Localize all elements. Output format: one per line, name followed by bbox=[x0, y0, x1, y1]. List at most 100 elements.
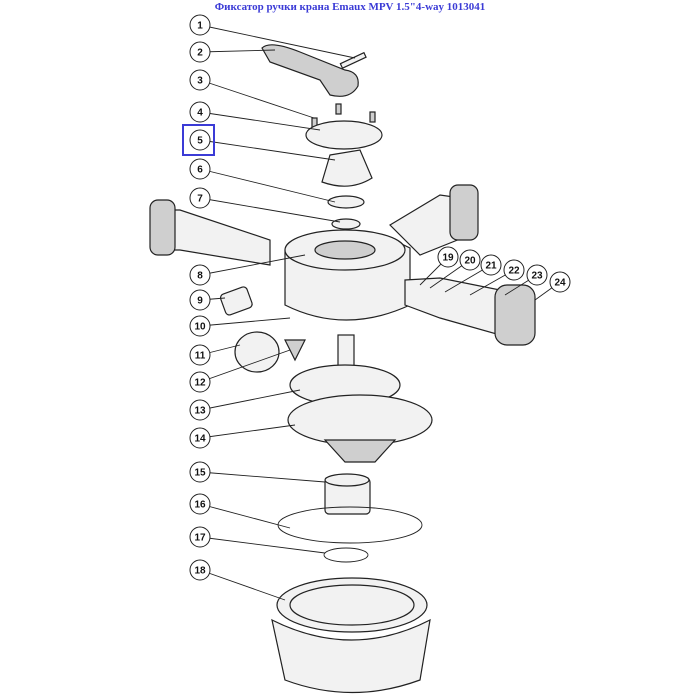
selected-part-highlight bbox=[182, 124, 215, 156]
stopper-part bbox=[321, 149, 373, 187]
callout-circle bbox=[437, 246, 459, 268]
callout-number: 1 bbox=[197, 21, 203, 32]
callout-number: 8 bbox=[197, 271, 203, 282]
pin-part bbox=[339, 51, 367, 70]
callout-14: 14 bbox=[189, 427, 211, 449]
callout-17: 17 bbox=[189, 526, 211, 548]
base-part bbox=[271, 618, 431, 694]
callout-number: 3 bbox=[197, 76, 203, 87]
callout-circle bbox=[526, 264, 548, 286]
callout-number: 13 bbox=[194, 406, 206, 417]
callout-18: 18 bbox=[189, 559, 211, 581]
callout-circle bbox=[189, 187, 211, 209]
callout-number: 9 bbox=[197, 296, 203, 307]
callout-circle bbox=[189, 315, 211, 337]
cover-plate-part bbox=[305, 120, 383, 150]
callout-circle bbox=[189, 14, 211, 36]
callout-number: 5 bbox=[197, 136, 203, 147]
callout-number: 12 bbox=[194, 378, 206, 389]
callout-16: 16 bbox=[189, 493, 211, 515]
callout-number: 15 bbox=[194, 468, 206, 479]
callout-number: 17 bbox=[194, 533, 206, 544]
callout-number: 6 bbox=[197, 165, 203, 176]
leader-line-10 bbox=[199, 317, 291, 327]
callout-number: 24 bbox=[554, 278, 566, 289]
callout-number: 11 bbox=[195, 351, 206, 362]
callout-circle bbox=[189, 493, 211, 515]
callout-circle bbox=[503, 259, 525, 281]
callout-circle bbox=[189, 371, 211, 393]
callout-6: 6 bbox=[189, 158, 211, 180]
callout-number: 22 bbox=[508, 266, 520, 277]
callout-circle bbox=[189, 344, 211, 366]
callout-circle bbox=[189, 559, 211, 581]
disc-part bbox=[287, 394, 433, 446]
callout-8: 8 bbox=[189, 264, 211, 286]
callout-number: 19 bbox=[442, 253, 454, 264]
callout-12: 12 bbox=[189, 371, 211, 393]
callout-10: 10 bbox=[189, 315, 211, 337]
callout-23: 23 bbox=[526, 264, 548, 286]
callout-number: 21 bbox=[485, 261, 497, 272]
callout-circle bbox=[189, 129, 211, 151]
callout-15: 15 bbox=[189, 461, 211, 483]
leader-line-8 bbox=[199, 254, 306, 276]
drain-part bbox=[219, 286, 253, 316]
leader-line-6 bbox=[199, 168, 336, 203]
callout-circle bbox=[189, 427, 211, 449]
callout-3: 3 bbox=[189, 69, 211, 91]
callout-circle bbox=[189, 41, 211, 63]
leader-line-15 bbox=[199, 471, 326, 483]
leader-line-13 bbox=[199, 389, 301, 411]
leader-line-1 bbox=[199, 24, 356, 59]
callout-number: 4 bbox=[197, 108, 203, 119]
leader-line-5 bbox=[199, 139, 336, 161]
drawing bbox=[149, 44, 536, 694]
callout-circle bbox=[189, 526, 211, 548]
callout-circle bbox=[189, 69, 211, 91]
leader-line-17 bbox=[199, 536, 326, 554]
callout-circle bbox=[189, 461, 211, 483]
callout-22: 22 bbox=[503, 259, 525, 281]
callout-number: 7 bbox=[197, 194, 203, 205]
callout-13: 13 bbox=[189, 399, 211, 421]
callout-circle bbox=[189, 158, 211, 180]
leader-line-12 bbox=[199, 349, 291, 383]
callout-circle bbox=[189, 264, 211, 286]
callout-circle bbox=[549, 271, 571, 293]
callout-20: 20 bbox=[459, 249, 481, 271]
callout-19: 19 bbox=[437, 246, 459, 268]
leader-line-2 bbox=[199, 49, 276, 53]
callout-number: 20 bbox=[464, 256, 476, 267]
sight-glass-part bbox=[234, 331, 280, 373]
plug-part bbox=[284, 339, 306, 362]
leader-line-14 bbox=[199, 424, 296, 439]
leader-line-16 bbox=[199, 503, 291, 529]
left-union-part bbox=[159, 209, 271, 266]
callout-11: 11 bbox=[189, 344, 211, 366]
callout-4: 4 bbox=[189, 101, 211, 123]
callout-2: 2 bbox=[189, 41, 211, 63]
oring-7-part bbox=[331, 218, 361, 230]
callout-number: 18 bbox=[194, 566, 206, 577]
leader-line-18 bbox=[199, 569, 286, 601]
callout-circle bbox=[459, 249, 481, 271]
callout-1: 1 bbox=[189, 14, 211, 36]
callout-9: 9 bbox=[189, 289, 211, 311]
handle-part bbox=[261, 44, 359, 97]
leader-line-7 bbox=[199, 197, 341, 223]
callout-circle bbox=[189, 101, 211, 123]
callout-number: 10 bbox=[194, 322, 206, 333]
callout-24: 24 bbox=[549, 271, 571, 293]
callout-number: 2 bbox=[197, 48, 203, 59]
leader-line-3 bbox=[199, 79, 315, 119]
diagram-title: Фиксатор ручки крана Emaux MPV 1.5"4-way… bbox=[214, 1, 486, 13]
callout-21: 21 bbox=[480, 254, 502, 276]
callout-circle bbox=[480, 254, 502, 276]
callout-number: 14 bbox=[194, 434, 206, 445]
washer-part bbox=[327, 195, 365, 209]
callout-number: 23 bbox=[531, 271, 543, 282]
